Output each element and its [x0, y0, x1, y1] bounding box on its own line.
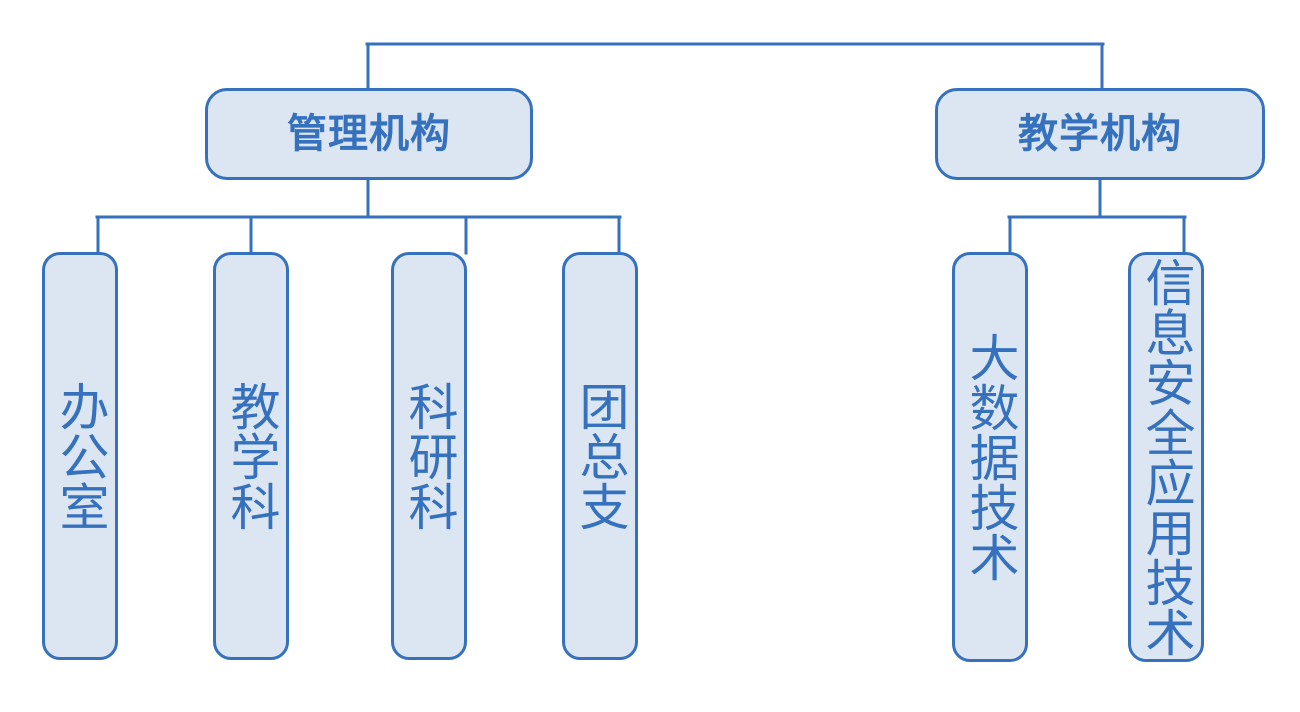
node-big-data-label: 大数据技术 — [961, 332, 1020, 582]
node-info-security-inner: 信息安全应用技术 — [1131, 255, 1201, 659]
node-youth-league[interactable]: 团总支 — [562, 252, 638, 660]
node-academic-label: 教学机构 — [1018, 111, 1182, 157]
node-big-data[interactable]: 大数据技术 — [952, 252, 1028, 662]
node-office-label: 办公室 — [51, 381, 110, 531]
node-office[interactable]: 办公室 — [42, 252, 118, 660]
node-teaching-section-label: 教学科 — [222, 381, 281, 531]
node-research-section[interactable]: 科研科 — [391, 252, 467, 660]
node-research-section-label: 科研科 — [400, 381, 459, 531]
node-admin-label: 管理机构 — [287, 111, 451, 157]
node-admin[interactable]: 管理机构 — [205, 88, 533, 180]
node-info-security-label: 信息安全应用技术 — [1137, 257, 1196, 657]
node-info-security[interactable]: 信息安全应用技术 — [1128, 252, 1204, 662]
node-academic[interactable]: 教学机构 — [935, 88, 1265, 180]
node-teaching-section[interactable]: 教学科 — [213, 252, 289, 660]
node-youth-league-label: 团总支 — [571, 381, 630, 531]
